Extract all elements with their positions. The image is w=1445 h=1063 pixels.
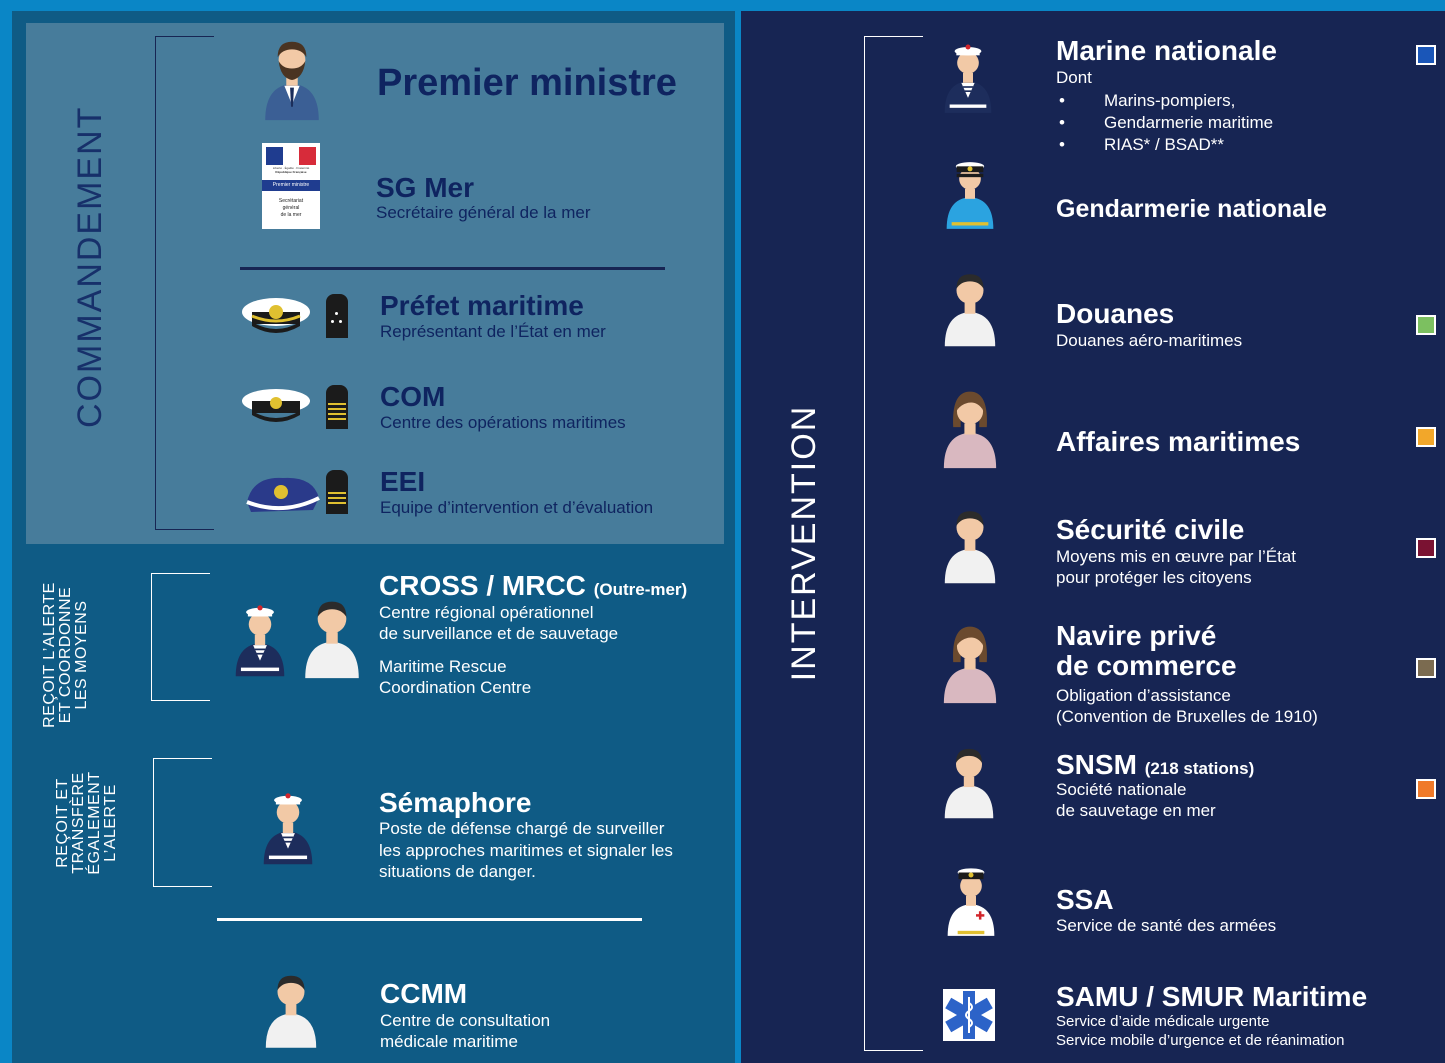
- com-subtitle: Centre des opérations maritimes: [380, 413, 626, 432]
- commandement-label: COMMANDEMENT: [71, 105, 109, 428]
- logo-republique: République Française: [275, 170, 307, 174]
- eei-subtitle: Equipe d’intervention et d’évaluation: [380, 498, 654, 517]
- gendarmerie-nationale-title: Gendarmerie nationale: [1056, 195, 1327, 223]
- sg-mer-title: SG Mer: [376, 172, 475, 203]
- semaphore-subtitle-1: Poste de défense chargé de surveiller: [379, 819, 665, 838]
- snsm-title-note: (218 stations): [1144, 759, 1255, 778]
- ssa-title: SSA: [1056, 884, 1114, 915]
- legend-affaires-maritimes: [1416, 427, 1436, 447]
- officer-cap-icon: [240, 383, 312, 429]
- cross-subtitle-1: Centre régional opérationnel: [379, 603, 594, 622]
- cross-title-note: (Outre-mer): [593, 580, 688, 599]
- intervention-bracket: [864, 36, 923, 1051]
- legend-securite-civile: [1416, 538, 1436, 558]
- navire-title-2: de commerce: [1056, 650, 1237, 681]
- douanes-subtitle: Douanes aéro-maritimes: [1056, 331, 1243, 350]
- samu-subtitle-1: Service d’aide médicale urgente: [1056, 1013, 1270, 1030]
- prime-minister-icon: [261, 36, 323, 122]
- legend-douanes: [1416, 315, 1436, 335]
- legend-snsm: [1416, 779, 1436, 799]
- ssa-subtitle: Service de santé des armées: [1056, 916, 1277, 935]
- epaulette-stripes-icon: [326, 470, 348, 514]
- securite-civile-title: Sécurité civile: [1056, 514, 1245, 545]
- list-item: Marins-pompiers,: [1056, 90, 1273, 112]
- semaphore-subtitle-3: situations de danger.: [379, 862, 536, 881]
- marine-nationale-subtitle: Dont: [1056, 68, 1092, 87]
- epaulette-5-stripes-icon: [326, 385, 348, 429]
- logo-line-1: Secrétariat: [278, 198, 304, 204]
- intervention-label: INTERVENTION: [785, 404, 823, 682]
- commandement-bracket: [155, 36, 214, 530]
- recoit-alerte-label: REÇOIT L’ALERTE ET COORDONNE LES MOYENS: [41, 582, 90, 728]
- navire-title-1: Navire privé: [1056, 620, 1217, 651]
- epaulette-3-stars-icon: [326, 294, 348, 338]
- ccmm-subtitle-2: médicale maritime: [380, 1032, 518, 1051]
- alerte-divider: [217, 918, 642, 921]
- sg-mer-logo: Liberté · Égalité · Fraternité Républiqu…: [262, 143, 320, 229]
- list-item: Gendarmerie maritime: [1056, 112, 1273, 134]
- com-title: COM: [380, 381, 446, 412]
- sailor-icon: [234, 598, 286, 680]
- legend-marine-nationale: [1416, 45, 1436, 65]
- marine-sailor-icon: [943, 37, 993, 117]
- cross-subtitle-4: Coordination Centre: [379, 678, 532, 697]
- logo-motto: Liberté · Égalité · Fraternité: [272, 166, 310, 170]
- securite-civile-subtitle-1: Moyens mis en œuvre par l’État: [1056, 547, 1296, 566]
- prefet-maritime-subtitle: Représentant de l’État en mer: [380, 322, 606, 341]
- sg-mer-subtitle: Secrétaire général de la mer: [376, 203, 591, 222]
- commandement-box: [26, 23, 724, 544]
- beret-cap-icon: [243, 472, 321, 516]
- securite-civile-subtitle-2: pour protéger les citoyens: [1056, 568, 1252, 587]
- navire-subtitle-1: Obligation d’assistance: [1056, 686, 1231, 705]
- semaphore-subtitle-2: les approches maritimes et signaler les: [379, 841, 673, 860]
- douanes-title: Douanes: [1056, 298, 1175, 329]
- navire-woman-icon: [942, 621, 998, 705]
- snsm-subtitle-1: Société nationale: [1056, 780, 1187, 799]
- logo-premier-ministre: Premier ministre: [262, 180, 320, 191]
- snsm-civilian-icon: [943, 740, 995, 822]
- cross-title: CROSS / MRCC (Outre-mer): [379, 570, 688, 601]
- cross-bracket: [151, 573, 210, 701]
- semaphore-sailor-icon: [262, 786, 314, 868]
- semaphore-bracket: [153, 758, 212, 887]
- snsm-title: SNSM (218 stations): [1056, 749, 1255, 780]
- eei-title: EEI: [380, 466, 426, 497]
- list-item: RIAS* / BSAD**: [1056, 134, 1273, 156]
- gendarme-icon: [945, 153, 995, 233]
- semaphore-title: Sémaphore: [379, 787, 532, 818]
- legend-navire-prive: [1416, 658, 1436, 678]
- douanes-civilian-icon: [943, 265, 997, 350]
- logo-line-3: de la mer: [280, 212, 302, 218]
- star-of-life-icon: [943, 989, 995, 1041]
- civilian-icon: [303, 594, 361, 680]
- commandement-divider: [240, 267, 665, 270]
- ccmm-title: CCMM: [380, 978, 468, 1009]
- intervention-panel: [741, 11, 1445, 1063]
- logo-line-2: général: [282, 205, 300, 211]
- transfere-alerte-label: REÇOIT ET TRANSFÈRE ÉGALEMENT L’ALERTE: [54, 771, 119, 875]
- admiral-cap-icon: [240, 292, 312, 338]
- securite-civilian-icon: [943, 502, 997, 587]
- marine-nationale-title: Marine nationale: [1056, 35, 1277, 66]
- affaires-woman-icon: [942, 386, 998, 470]
- navire-subtitle-2: (Convention de Bruxelles de 1910): [1056, 707, 1318, 726]
- samu-title: SAMU / SMUR Maritime: [1056, 981, 1368, 1012]
- prefet-maritime-title: Préfet maritime: [380, 290, 584, 321]
- ccmm-civilian-icon: [264, 968, 318, 1050]
- ccmm-subtitle-1: Centre de consultation: [380, 1011, 551, 1030]
- affaires-maritimes-title: Affaires maritimes: [1056, 426, 1301, 457]
- ssa-medic-icon: [946, 860, 996, 940]
- cross-subtitle-2: de surveillance et de sauvetage: [379, 624, 619, 643]
- snsm-subtitle-2: de sauvetage en mer: [1056, 801, 1216, 820]
- marine-nationale-list: Marins-pompiers, Gendarmerie maritime RI…: [1056, 90, 1273, 156]
- samu-subtitle-2: Service mobile d’urgence et de réanimati…: [1056, 1032, 1345, 1049]
- premier-ministre-title: Premier ministre: [377, 62, 677, 104]
- cross-subtitle-3: Maritime Rescue: [379, 657, 507, 676]
